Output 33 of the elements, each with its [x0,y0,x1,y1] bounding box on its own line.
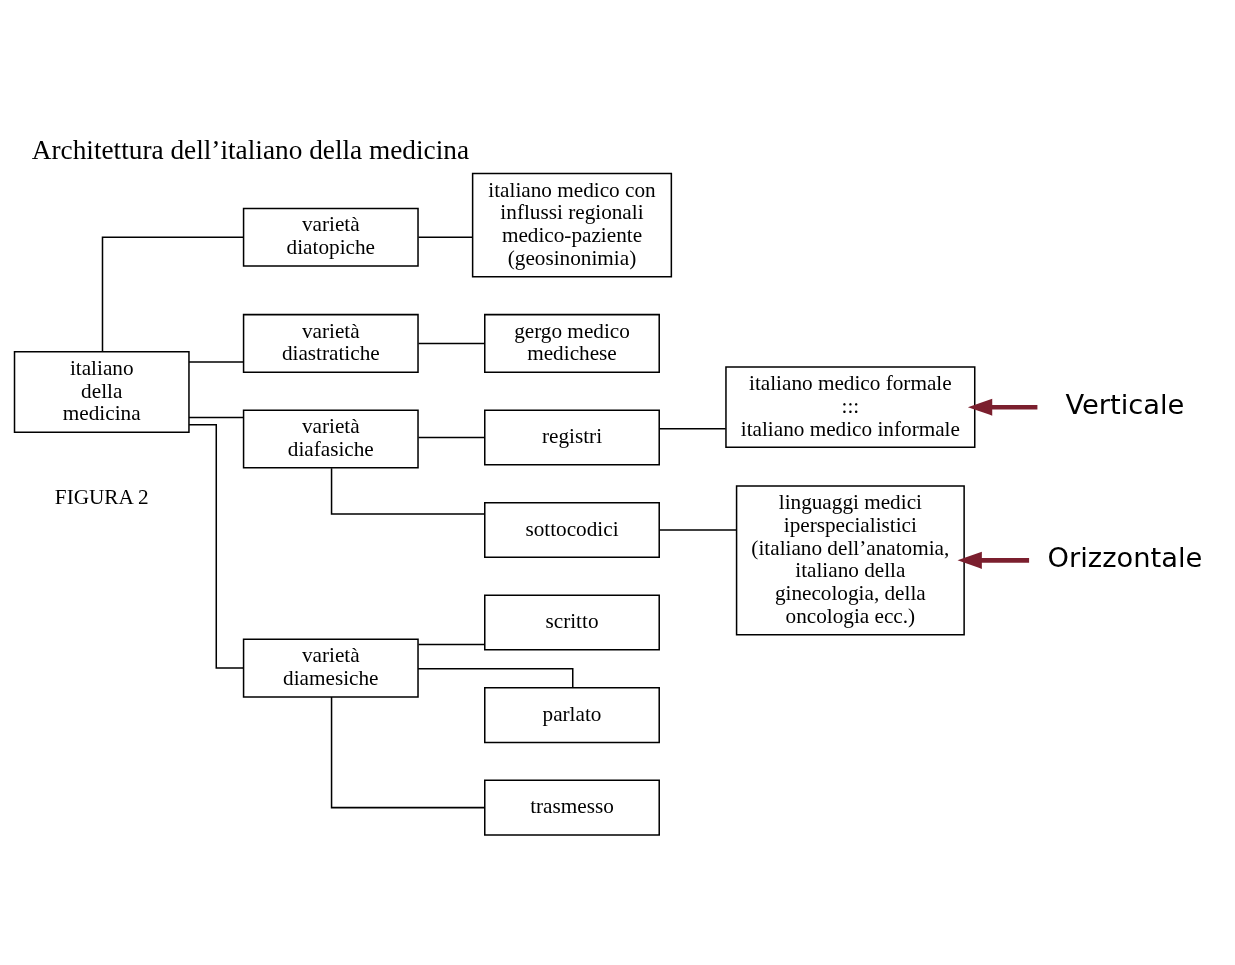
node-text: Orizzontale [1047,541,1203,573]
connector [658,528,737,531]
node-box: parlato [484,686,660,743]
node-box: sottocodici [484,501,660,558]
connector [188,423,245,669]
node-box: varietà diatopiche [242,207,419,267]
node-box: italiano medico formale ::: italiano medico informale [725,365,976,448]
connector [188,360,245,363]
connector [330,695,486,808]
node-box: italiano della medicina [13,350,190,433]
node-box: registri [484,408,660,466]
node-box: varietà diafasiche [242,408,419,469]
connector [658,427,727,430]
label: FIGURA 2 [54,484,149,509]
node-box: italiano medico con influssi regionali medico-paziente (geosinonimia) [471,172,673,277]
arrow [957,551,1030,569]
connector [417,436,486,438]
connector [101,236,244,352]
node-text: Verticale [1065,388,1185,420]
arrow [967,398,1038,416]
connector [417,342,486,344]
connector [417,643,486,645]
node-box: varietà diamesiche [242,638,419,698]
node-box: linguaggi medici iperspecialistici (italiano dell’anatomia, italiano della ginecologia, della oncologia ecc.) [735,484,965,635]
connector [330,467,486,515]
node-box: varietà diastratiche [242,313,419,373]
node-box: gergo medico medichese [484,313,660,373]
connector [417,667,574,688]
connector [188,416,245,418]
node-box: trasmesso [484,779,660,836]
connector [417,236,474,238]
diagram-title: Architettura dell’italiano della medicina [31,134,470,165]
node-box: scritto [484,594,660,651]
